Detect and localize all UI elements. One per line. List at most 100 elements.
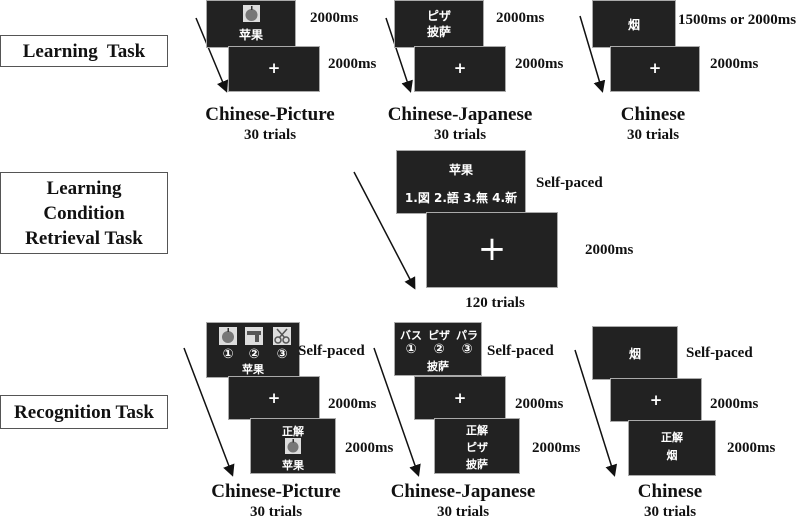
word-label: 苹果 [282,459,304,472]
recognition-japanese-fixation-screen: + [414,376,506,420]
learning-japanese-word-screen: ピザ 披萨 [394,0,484,48]
trial-count: 120 trials [440,294,550,312]
condition-title: Chinese-Picture 30 trials [190,104,350,144]
fixation-cross: + [649,391,663,409]
apple-icon [285,438,301,458]
recognition-chinese-fixation-screen: + [610,378,702,422]
recognition-japanese-choice-screen: バス ピザ パラ ① ② ③ 披萨 [394,322,482,376]
trial-count: 30 trials [626,127,680,143]
condition-title: Chinese 30 trials [593,104,713,144]
fixation-cross: + [453,389,467,407]
learning-japanese-fixation-screen: + [414,46,506,92]
fixation-cross: + [267,59,281,77]
timing-label: 2000ms [710,396,759,412]
timing-label: Self-paced [686,345,753,361]
option-word-3: パラ [456,329,478,342]
choice-3: ③ [461,342,473,357]
timing-label: 2000ms [496,10,545,26]
japanese-word: ピザ [466,441,488,454]
condition-title: Chinese-Picture 30 trials [196,481,356,521]
retrieval-task-line3: Retrieval Task [25,227,143,249]
japanese-word: ピザ [426,9,451,23]
timing-label: 2000ms [328,56,377,72]
retrieval-options: 1.図 2.語 3.無 4.新 [404,191,518,205]
learning-picture-fixation-screen: + [228,46,320,92]
recognition-picture-fixation-screen: + [228,376,320,420]
condition-title: Chinese 30 trials [610,481,730,521]
option-word-1: バス [400,329,422,342]
recognition-task-box: Recognition Task [0,395,168,429]
word-label: 苹果 [238,28,263,42]
condition-name: Chinese-Picture [211,481,341,502]
learning-task-box: Learning Task [0,35,168,67]
retrieval-task-line1: Learning [46,177,122,199]
retrieval-question-screen: 苹果 1.図 2.語 3.無 4.新 [396,150,526,214]
choice-2: ② [248,347,260,362]
retrieval-fixation-screen: + [426,212,558,288]
gun-icon [245,327,263,349]
trial-count: 30 trials [243,127,297,143]
learning-picture-word-screen: 苹果 [206,0,296,48]
scissors-icon [273,327,291,349]
correct-label: 正解 [282,425,304,438]
choice-3: ③ [276,347,288,362]
recognition-japanese-feedback-screen: 正解 ピザ 披萨 [434,418,520,474]
recognition-picture-feedback-screen: 正解 苹果 [250,418,336,474]
arrow [574,349,618,477]
recognition-task-label: Recognition Task [14,401,154,423]
condition-name: Chinese [620,104,686,125]
condition-name: Chinese-Japanese [390,481,536,502]
timing-label: 1500ms or 2000ms [678,12,797,28]
choice-1: ① [222,347,234,362]
timing-label: 2000ms [585,242,634,258]
condition-name: Chinese-Japanese [387,104,533,125]
chinese-word: 烟 [666,449,678,462]
timing-label: 2000ms [532,440,581,456]
fixation-cross: + [477,229,507,269]
retrieval-task-box: Learning Condition Retrieval Task [0,172,168,254]
timing-label: 2000ms [515,396,564,412]
timing-label: Self-paced [298,343,365,359]
recognition-picture-choice-screen: ① ② ③ 苹果 [206,322,300,378]
timing-label: 2000ms [345,440,394,456]
condition-title: Chinese-Japanese 30 trials [380,104,540,144]
trial-count: 30 trials [436,504,490,520]
choice-1: ① [405,342,417,357]
arrow [385,17,413,93]
timing-label: Self-paced [487,343,554,359]
option-word-2: ピザ [428,329,450,342]
apple-icon [219,327,237,349]
trial-count: 30 trials [433,127,487,143]
trial-count: 30 trials [643,504,697,520]
chinese-word: 披萨 [426,25,451,39]
apple-icon [243,5,260,26]
fixation-cross: + [267,389,281,407]
fixation-cross: + [648,59,662,77]
chinese-word: 烟 [628,347,641,361]
word-label: 苹果 [448,163,473,177]
trial-count: 30 trials [249,504,303,520]
condition-name: Chinese-Picture [205,104,335,125]
chinese-word: 披萨 [427,360,449,373]
timing-label: 2000ms [328,396,377,412]
chinese-word: 披萨 [466,458,488,471]
learning-task-label: Learning Task [22,40,146,62]
recognition-chinese-feedback-screen: 正解 烟 [628,420,716,476]
arrow [353,171,416,290]
arrow [183,347,235,477]
correct-label: 正解 [466,424,488,437]
timing-label: 2000ms [710,56,759,72]
chinese-word: 烟 [627,18,640,32]
timing-label: Self-paced [536,175,603,191]
timing-label: 2000ms [727,440,776,456]
retrieval-task-line2: Condition [43,202,125,224]
arrow [373,347,421,477]
condition-title: Chinese-Japanese 30 trials [383,481,543,521]
timing-label: 2000ms [515,56,564,72]
condition-name: Chinese [637,481,703,502]
choice-2: ② [433,342,445,357]
trial-count-label: 120 trials [465,295,525,311]
learning-chinese-word-screen: 烟 [592,0,676,48]
fixation-cross: + [453,59,467,77]
